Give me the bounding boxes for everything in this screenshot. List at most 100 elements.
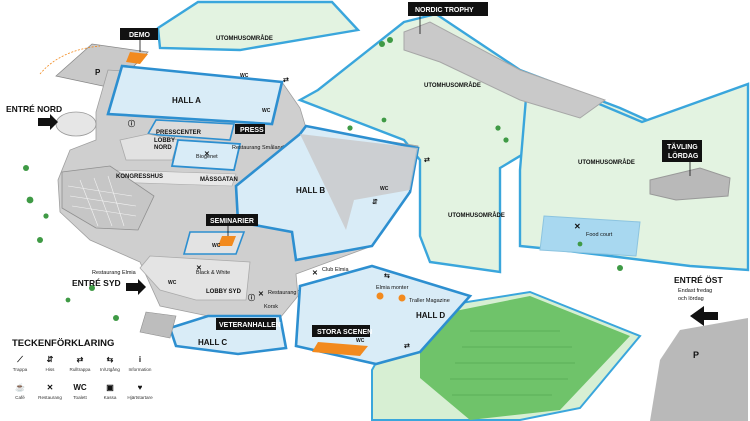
stairs-icon: ⟋ [16, 355, 23, 364]
lobby-syd[interactable] [139, 255, 251, 301]
toilet-icon: WC [212, 243, 221, 249]
restaurant-icon: ✕ [574, 222, 581, 231]
press-tag [235, 124, 265, 134]
legend-item-label: Information [129, 367, 152, 372]
entrance-exit-icon: ⇄ [424, 156, 430, 164]
hall-a[interactable] [106, 64, 284, 126]
restaurang-vattern-label: Restaurang Vättern [268, 290, 316, 296]
seminarier-stage [218, 236, 236, 246]
legend-item-label: Toalett [73, 395, 87, 400]
legend-item-label: In/Utgång [100, 366, 120, 372]
entre-nord-arrow-icon[interactable] [38, 114, 58, 130]
traller-magazine-marker[interactable] [398, 294, 406, 302]
nordic-trophy-tag-label: NORDIC TROPHY [415, 7, 474, 14]
veteranhallen-tag-label: VETERANHALLEN [219, 322, 281, 329]
parking-label-east: P [693, 350, 699, 360]
outdoor-label-3: UTOMHUSOMRÅDE [578, 159, 635, 166]
biogenet-label: Biogenet [196, 154, 218, 160]
entre-nord-rotunda[interactable] [55, 111, 97, 137]
hall-c-label: HALL C [198, 338, 227, 347]
entre-syd-arrow-icon[interactable] [126, 279, 146, 295]
hall-d-label: HALL D [416, 311, 445, 320]
entre-syd-label: ENTRÉ SYD [72, 278, 121, 288]
nordic-trophy-track[interactable] [403, 21, 607, 119]
entrance-exit-icon: ⇄ [404, 342, 410, 350]
legend-item-label: Café [15, 395, 25, 400]
elevator-icon: ⇵ [47, 355, 54, 364]
toilet-icon: WC [356, 338, 365, 344]
cafe-icon: ☕ [15, 382, 25, 392]
stora-scenen-tag-label: STORA SCENEN [317, 329, 372, 336]
entre-ost-note-2: och lördag [678, 296, 704, 302]
kongresshus[interactable] [61, 165, 155, 231]
legend-title: TECKENFÖRKLARING [12, 338, 114, 349]
club-elmia-label: Club Elmia [322, 267, 350, 273]
seminarier-tag-label: SEMINARIER [210, 218, 254, 225]
food-court-area[interactable] [539, 215, 641, 257]
veteranhallen-tag[interactable] [216, 318, 276, 330]
toilet-icon: WC [168, 280, 177, 286]
toilet-icon: WC [380, 186, 389, 192]
hall-a-label: HALL A [172, 96, 201, 105]
demo-area[interactable] [126, 52, 148, 64]
legend-item-label: Hiss [46, 367, 56, 372]
press-tag-label: PRESS [240, 127, 264, 134]
traller-magazine-label: Traller Magazine [409, 298, 450, 304]
restaurant-icon: ✕ [204, 151, 210, 158]
demo-tag-label: DEMO [129, 32, 151, 39]
dark-green-field [420, 296, 630, 420]
legend-item-label: Rulltrappa [70, 367, 91, 372]
information-icon: ⓘ [128, 119, 135, 128]
information-icon: ⓘ [248, 293, 255, 302]
demo-tag[interactable] [120, 28, 158, 40]
hall-d[interactable] [294, 264, 473, 366]
entrance-exit-icon: ⇆ [107, 355, 114, 364]
elmia-monter-label: Elmia monter [376, 285, 409, 291]
legend-item-label: Restaurang [38, 395, 62, 400]
entre-ost-arrow-icon[interactable] [690, 306, 718, 326]
outdoor-label-4: UTOMHUSOMRÅDE [448, 212, 505, 219]
legend-item-label: Trappa [13, 367, 28, 372]
seminarier-tag[interactable] [206, 214, 258, 226]
stora-scenen-tag[interactable] [312, 325, 370, 337]
tavling-block[interactable] [649, 167, 731, 201]
toilet-icon: WC [240, 73, 249, 79]
lobby-syd-label: LOBBY SYD [206, 289, 242, 295]
restaurang-smaland-label: Restaurang Småland [232, 144, 284, 151]
nordic-trophy-tag[interactable] [408, 2, 488, 16]
cashier-icon: ▣ [106, 383, 114, 392]
parking-lot-east[interactable] [650, 318, 748, 421]
presscenter-label: PRESSCENTER [156, 130, 202, 136]
escalator-icon: ⇄ [77, 355, 84, 364]
information-icon: i [139, 355, 141, 364]
massgatan-label: MÄSSGATAN [200, 176, 238, 183]
toilet-icon: WC [73, 383, 87, 392]
kongresshus-label: KONGRESSHUS [116, 174, 163, 180]
legend: TECKENFÖRKLARING ⟋ Trappa ⇵ Hiss ⇄ Rulltrappa… [12, 338, 153, 400]
lobby-nord-label-1: LOBBY [154, 138, 175, 144]
defibrillator-icon: ♥ [138, 383, 143, 392]
stora-scenen-stage [312, 342, 368, 356]
restaurant-icon: ✕ [196, 265, 202, 272]
restaurant-icon: ✕ [47, 383, 54, 392]
presscenter-block[interactable] [146, 119, 236, 141]
entrance-exit-icon: ⇵ [372, 198, 378, 206]
hall-b-label: HALL B [296, 186, 325, 195]
restaurang-elmia-label: Restaurang Elmia [92, 270, 137, 276]
tavling-tag-label-1: TÄVLING [667, 143, 698, 151]
hall-c-annex [139, 311, 177, 339]
parking-lot-north[interactable] [55, 43, 149, 89]
elmia-monter-marker[interactable] [376, 292, 384, 300]
outdoor-label-1: UTOMHUSOMRÅDE [216, 35, 273, 42]
outdoor-area-top-left[interactable] [156, 0, 361, 52]
entre-nord-label: ENTRÉ NORD [6, 104, 62, 114]
tavling-tag-label-2: LÖRDAG [668, 151, 699, 160]
restaurant-icon: ✕ [258, 291, 264, 298]
tavling-tag[interactable] [662, 140, 702, 162]
outdoor-label-2: UTOMHUSOMRÅDE [424, 82, 481, 89]
food-court-label: Food court [586, 232, 613, 238]
korsk-label: Korsk [264, 304, 278, 310]
restaurang-smaland-area[interactable] [170, 139, 242, 171]
map-icon-set: WC WC WC WC WC WC ⓘ ⓘ ✕ ✕ ✕ ✕ ✕ ⇄ ⇄ ⇵ ⇆ … [128, 73, 581, 350]
